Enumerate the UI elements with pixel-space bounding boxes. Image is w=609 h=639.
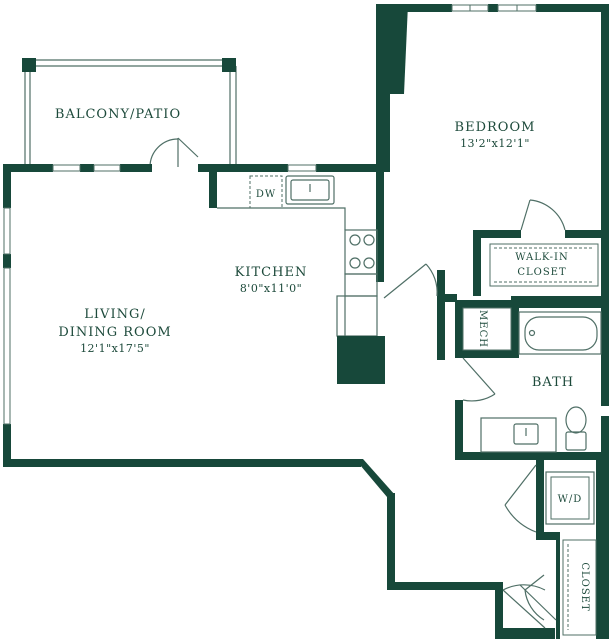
closet-label: CLOSET	[579, 562, 590, 611]
walk-in-closet	[489, 243, 599, 287]
living-label-line2: DINING ROOM	[58, 325, 171, 340]
vanity	[480, 417, 557, 453]
walk-in-door	[520, 199, 566, 231]
living-label-line1: LIVING/	[84, 307, 145, 322]
kitchen-dimensions: 8'0"x11'0"	[240, 282, 302, 295]
washer-dryer: W/D	[545, 471, 595, 525]
windows	[3, 4, 537, 425]
balcony-post-left	[22, 58, 36, 72]
walk-in-label-line1: WALK-IN	[515, 252, 568, 263]
kitchen-label: KITCHEN	[235, 265, 308, 280]
entry-door	[502, 584, 557, 629]
bath-label: BATH	[532, 375, 574, 390]
refrigerator	[337, 336, 385, 384]
dishwasher: DW	[249, 175, 283, 209]
balcony-door	[149, 137, 199, 168]
hall-closet	[562, 539, 597, 636]
mech-label: MECH	[477, 310, 488, 348]
washer-dryer-label: W/D	[558, 494, 583, 505]
living-dimensions: 12'1"x17'5"	[80, 342, 150, 355]
bedroom-dimensions: 13'2"x12'1"	[460, 137, 530, 150]
bedroom-door	[383, 263, 438, 299]
bathtub	[518, 311, 602, 355]
dishwasher-label: DW	[256, 189, 276, 200]
toilet-icon	[565, 406, 587, 451]
balcony-label: BALCONY/PATIO	[55, 107, 181, 122]
closet-door	[524, 574, 545, 621]
kitchen-sink-icon	[285, 175, 335, 205]
walk-in-label-line2: CLOSET	[517, 267, 566, 278]
walls	[3, 4, 609, 639]
balcony-post-right	[222, 58, 236, 72]
mech-closet	[462, 307, 512, 351]
stove-icon	[349, 234, 375, 269]
bedroom-label: BEDROOM	[455, 120, 536, 135]
laundry-door	[504, 464, 537, 533]
bath-door	[462, 357, 496, 402]
balcony-railing	[24, 59, 237, 167]
